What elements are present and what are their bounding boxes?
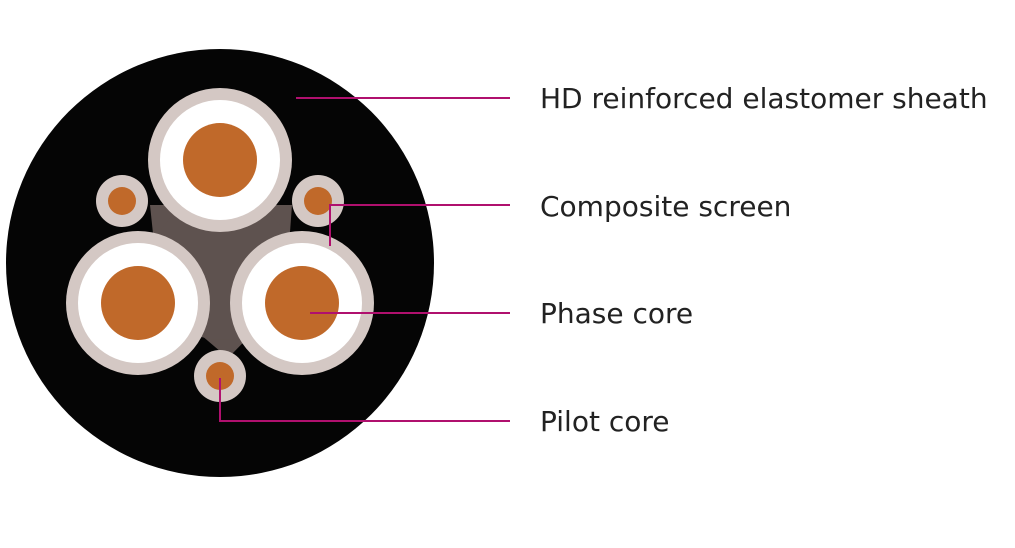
leader-line-pilot <box>219 378 510 422</box>
phase-core-right <box>230 231 374 375</box>
label-phase-core: Phase core <box>540 297 694 330</box>
leader-line-screen <box>329 204 510 246</box>
phase-core-top <box>148 88 292 232</box>
pilot-core-bottom <box>194 350 246 402</box>
phase-core-left <box>66 231 210 375</box>
label-pilot-core: Pilot core <box>540 405 670 438</box>
pilot-core-right <box>292 175 344 227</box>
label-sheath: HD reinforced elastomer sheath <box>540 82 988 115</box>
pilot-core-left <box>96 175 148 227</box>
label-composite-screen: Composite screen <box>540 190 792 223</box>
